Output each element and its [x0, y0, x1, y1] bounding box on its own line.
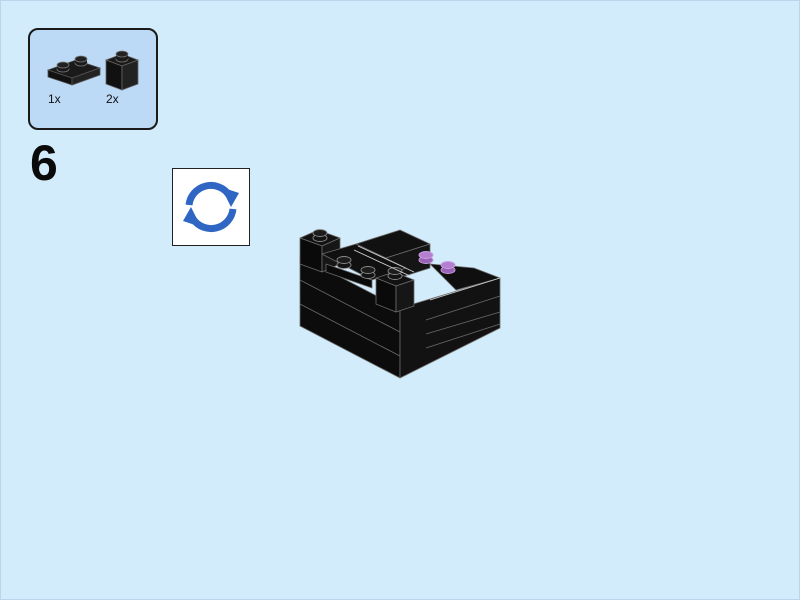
assembled-model-icon	[299, 229, 501, 379]
rotate-indicator	[172, 168, 250, 246]
part-quantity-brick: 2x	[106, 92, 119, 106]
part-quantity-plate: 1x	[48, 92, 61, 106]
plate-1x2-icon	[46, 55, 102, 86]
part-plate-1x2	[46, 54, 102, 88]
brick-1x1-icon	[104, 50, 140, 91]
step-number: 6	[30, 135, 58, 191]
assembled-model	[296, 224, 506, 389]
part-brick-1x1	[104, 48, 140, 92]
rotate-model-icon	[183, 182, 239, 232]
parts-callout: 1x 2x	[28, 28, 158, 130]
